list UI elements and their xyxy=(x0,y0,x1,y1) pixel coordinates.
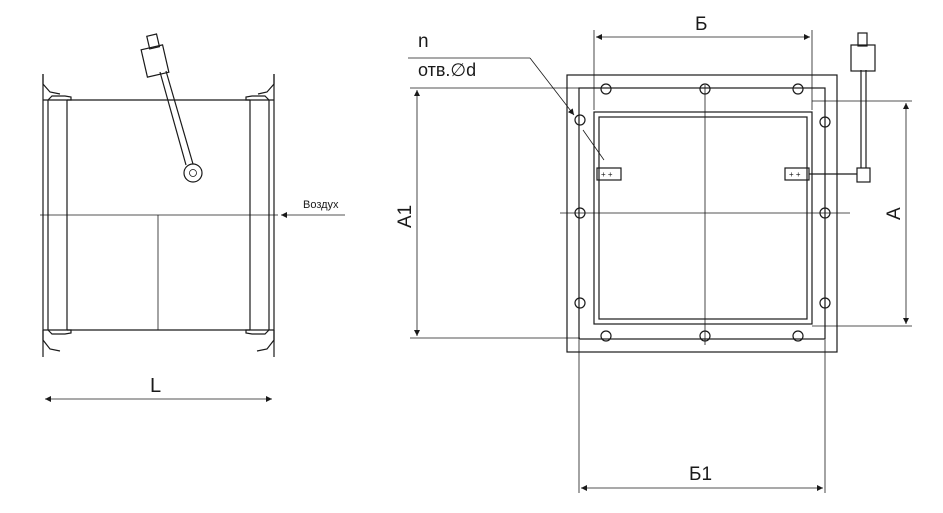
dimension-l-label: L xyxy=(150,375,161,397)
actuator-weight xyxy=(850,44,876,72)
lever-pivot-hub xyxy=(189,169,197,177)
shaft-coupling xyxy=(856,167,871,183)
bracket-left xyxy=(596,167,622,181)
right-flange-bottom xyxy=(245,329,274,335)
bolt-hole xyxy=(819,297,831,309)
right-flange-top-lip xyxy=(257,74,275,95)
bolt-hole xyxy=(819,116,831,128)
dimension-b1-label: Б1 xyxy=(689,464,712,485)
bolt-hole xyxy=(699,83,711,95)
hole-callout-leader xyxy=(529,57,575,116)
bracket-left-mark: + + xyxy=(601,170,613,179)
right-flange-top xyxy=(245,95,274,101)
bolt-hole xyxy=(792,330,804,342)
bolt-hole xyxy=(792,83,804,95)
bolt-hole xyxy=(819,207,831,219)
dimension-a1-label: A1 xyxy=(395,205,416,228)
lever-rod-right xyxy=(165,70,194,165)
lever-weight-cap xyxy=(146,33,161,50)
opening-outer xyxy=(593,111,813,325)
bolt-hole xyxy=(574,297,586,309)
flange-outer xyxy=(566,74,838,353)
hole-count-label: n xyxy=(418,31,429,52)
dimension-b-label: Б xyxy=(695,14,707,35)
lever-weight xyxy=(140,44,170,78)
bracket-right-mark: + + xyxy=(789,170,801,179)
left-flange-lip xyxy=(42,330,61,352)
opening-inner xyxy=(598,116,808,320)
bolt-holes xyxy=(574,83,831,342)
front-view: + + + + xyxy=(408,30,912,493)
side-view xyxy=(40,33,345,402)
bolt-hole xyxy=(600,83,612,95)
airflow-label: Воздух xyxy=(303,199,339,211)
bracket-left-leader xyxy=(582,129,605,161)
flange-inner xyxy=(578,87,826,340)
bolt-hole xyxy=(699,330,711,342)
bolt-hole xyxy=(574,207,586,219)
lever-pivot xyxy=(183,163,203,183)
lever-rod-left xyxy=(159,71,187,166)
actuator-weight-cap xyxy=(857,32,868,47)
right-flange-lip xyxy=(256,330,275,352)
hole-diameter-label: отв.∅d xyxy=(418,60,476,80)
bolt-hole xyxy=(574,114,586,126)
dimension-a-label: A xyxy=(884,207,905,220)
left-flange-top-lip xyxy=(42,74,61,95)
left-flange-bottom xyxy=(43,329,72,335)
left-flange-top xyxy=(43,95,72,101)
bolt-hole xyxy=(600,330,612,342)
